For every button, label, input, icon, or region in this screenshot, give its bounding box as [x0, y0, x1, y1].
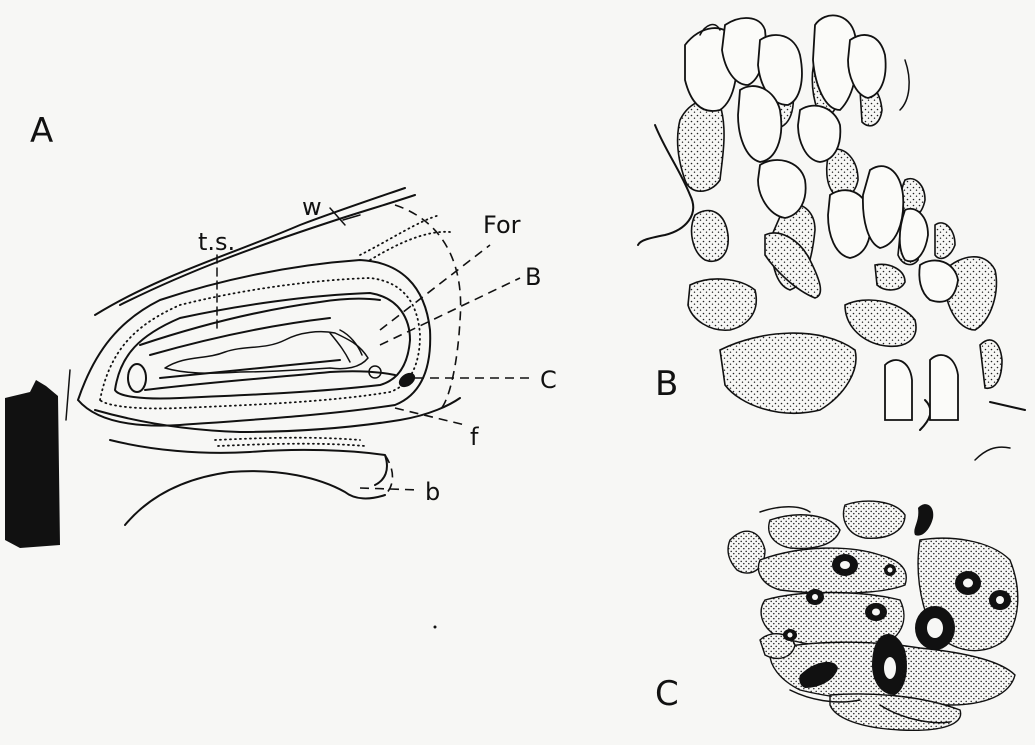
speck [434, 626, 437, 629]
scale-bar [5, 380, 60, 548]
label-for: For [483, 211, 521, 239]
panel-b-drawing [638, 15, 1025, 460]
label-b-marker: B [525, 263, 541, 291]
label-w: w [302, 193, 322, 221]
label-ts: t.s. [198, 228, 235, 256]
label-f: f [470, 423, 479, 451]
panel-a-drawing [5, 188, 535, 548]
panel-c-drawing [728, 501, 1018, 730]
panel-a-label: A [30, 111, 53, 151]
label-b-lower: b [425, 478, 440, 506]
panel-c-label: C [655, 674, 679, 714]
label-c-marker: C [540, 366, 557, 394]
panel-b-label: B [655, 364, 678, 404]
